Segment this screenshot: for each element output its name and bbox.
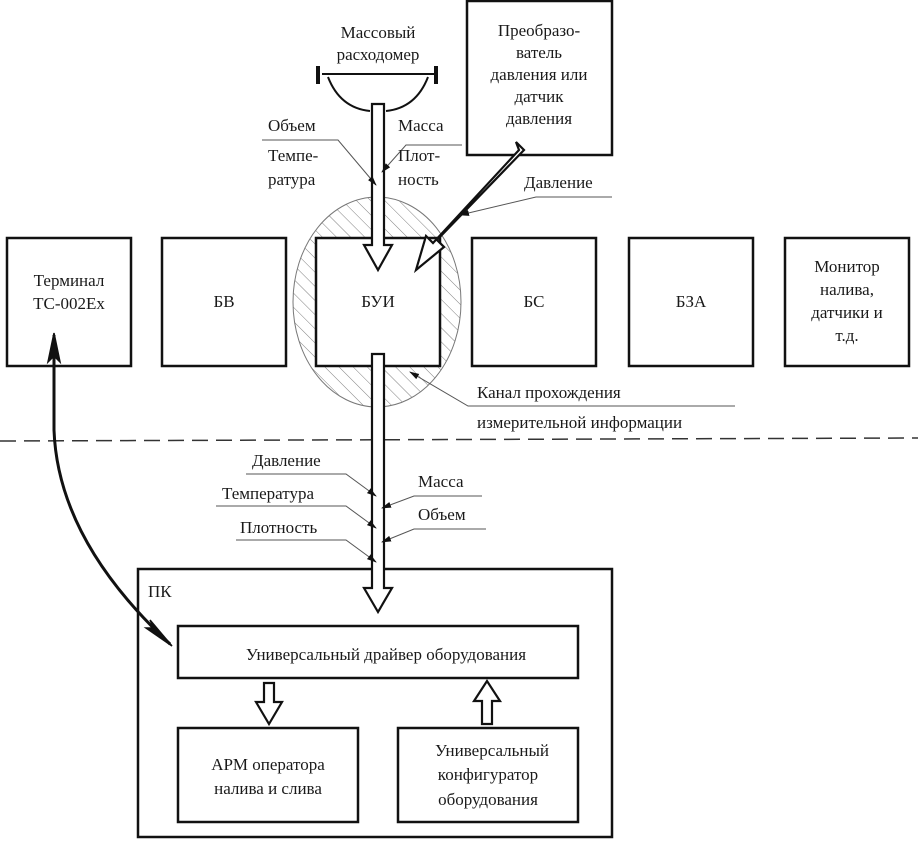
label-density-bottom: Плотность: [240, 518, 317, 537]
block-bv: [160, 236, 288, 368]
driver-to-arm-arrow: [254, 681, 284, 727]
block-monitor-label-3: датчики и: [811, 303, 883, 322]
configurator-label-3: оборудования: [438, 790, 538, 809]
block-terminal: [5, 236, 133, 368]
pressure-transducer-label-2: ватель: [516, 43, 562, 62]
bui-to-pc-arrow: [362, 352, 394, 615]
label-temperature-top-1: Темпе-: [268, 146, 319, 165]
label-leaders-bottom: [216, 473, 486, 563]
pressure-transducer-label-5: давления: [506, 109, 572, 128]
pressure-transducer-label-1: Преобразо-: [498, 21, 581, 40]
block-bs: [470, 236, 598, 368]
configurator-box: [396, 726, 580, 824]
driver-box: [176, 624, 580, 680]
arm-operator-label-2: налива и слива: [214, 779, 322, 798]
label-density-top-2: ность: [398, 170, 439, 189]
block-bv-label: БВ: [213, 292, 234, 311]
arrowhead-up-icon: [46, 332, 62, 365]
label-leaders-top: [262, 139, 612, 216]
pressure-to-bui-arrow: [413, 141, 526, 274]
block-bza-label: БЗА: [676, 292, 707, 311]
arrowhead-down-icon: [143, 619, 173, 647]
pc-label: ПК: [148, 582, 172, 601]
label-temperature-bottom: Температура: [222, 484, 314, 503]
pressure-transducer-label-3: давления или: [491, 65, 588, 84]
block-terminal-label-1: Терминал: [34, 271, 105, 290]
block-bs-label: БС: [524, 292, 545, 311]
label-temperature-top-2: ратура: [268, 170, 316, 189]
flowmeter-to-bui-arrow: [362, 102, 394, 273]
pressure-transducer-box: [465, 0, 614, 157]
block-monitor-label-1: Монитор: [814, 257, 880, 276]
label-volume-bottom: Объем: [418, 505, 466, 524]
block-monitor-label-2: налива,: [820, 280, 874, 299]
block-bui-label: БУИ: [361, 292, 394, 311]
label-volume-top: Объем: [268, 116, 316, 135]
terminal-driver-link: [46, 332, 173, 647]
channel-label-leader: [409, 371, 735, 407]
configurator-to-driver-arrow: [471, 678, 503, 726]
channel-label-line1: Канал прохождения: [477, 383, 621, 402]
pressure-transducer-label-4: датчик: [514, 87, 564, 106]
mass-flowmeter-icon: [316, 66, 438, 112]
label-pressure-bottom: Давление: [252, 451, 321, 470]
label-pressure-top: Давление: [524, 173, 593, 192]
arm-operator-box: [176, 726, 360, 824]
configurator-label-1: Универсальный: [435, 741, 549, 760]
mass-flowmeter-label-line1: Массовый: [341, 23, 416, 42]
label-density-top-1: Плот-: [398, 146, 440, 165]
configurator-label-2: конфигуратор: [438, 765, 538, 784]
field-boundary-dashed-line: [0, 437, 918, 442]
arm-operator-label-1: АРМ оператора: [211, 755, 325, 774]
channel-label-line2: измерительной информации: [477, 413, 682, 432]
block-monitor: [783, 236, 911, 368]
mass-flowmeter-label-line2: расходомер: [337, 45, 420, 64]
driver-label: Универсальный драйвер оборудования: [246, 645, 526, 664]
block-bza: [627, 236, 755, 368]
label-mass-top: Масса: [398, 116, 444, 135]
label-mass-bottom: Масса: [418, 472, 464, 491]
block-monitor-label-4: т.д.: [835, 326, 858, 345]
block-terminal-label-2: ТС-002Ex: [33, 294, 105, 313]
